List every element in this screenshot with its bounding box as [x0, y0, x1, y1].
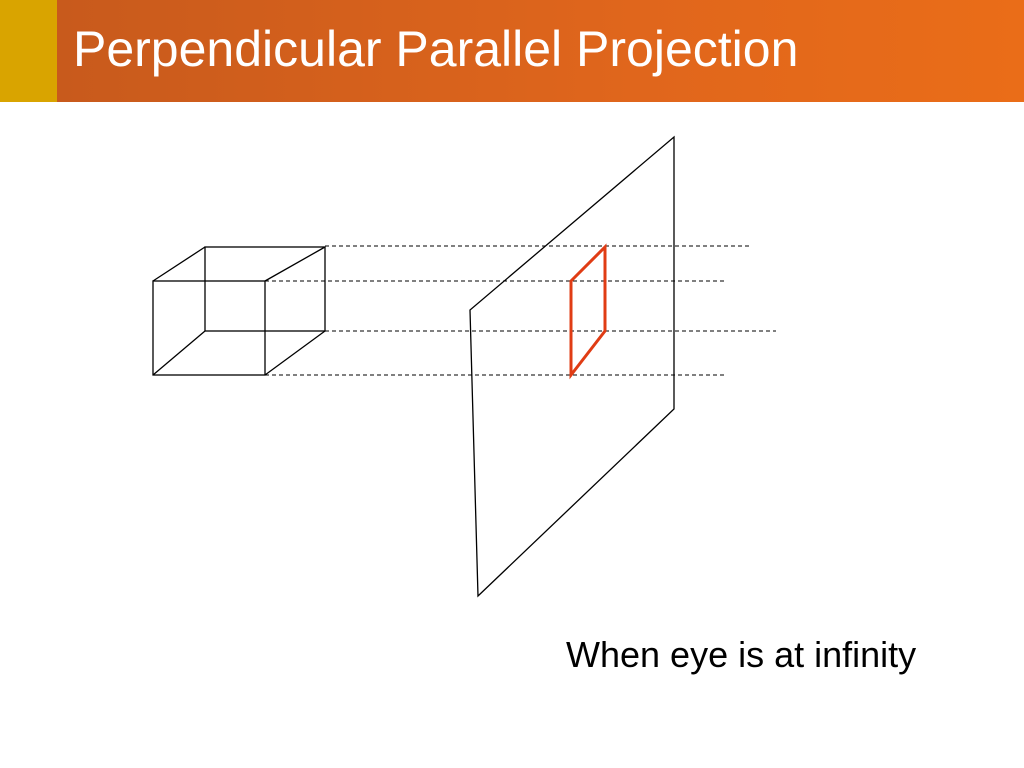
- title-band: Perpendicular Parallel Projection: [57, 0, 1024, 102]
- cube-edge: [264, 330, 326, 376]
- cube-front-face: [152, 280, 266, 376]
- slide-title: Perpendicular Parallel Projection: [73, 21, 799, 77]
- cube-edge: [152, 246, 206, 282]
- title-accent: [0, 0, 57, 102]
- cube-edge: [152, 330, 206, 376]
- title-bar: Perpendicular Parallel Projection: [0, 0, 1024, 102]
- cube-edge: [264, 246, 326, 282]
- cube-back-face: [204, 246, 326, 332]
- wireframe-cube: [152, 246, 326, 376]
- caption: When eye is at infinity: [566, 634, 917, 675]
- projector-lines: [265, 245, 776, 376]
- projection-plane: [469, 135, 675, 598]
- projected-square: [569, 243, 607, 380]
